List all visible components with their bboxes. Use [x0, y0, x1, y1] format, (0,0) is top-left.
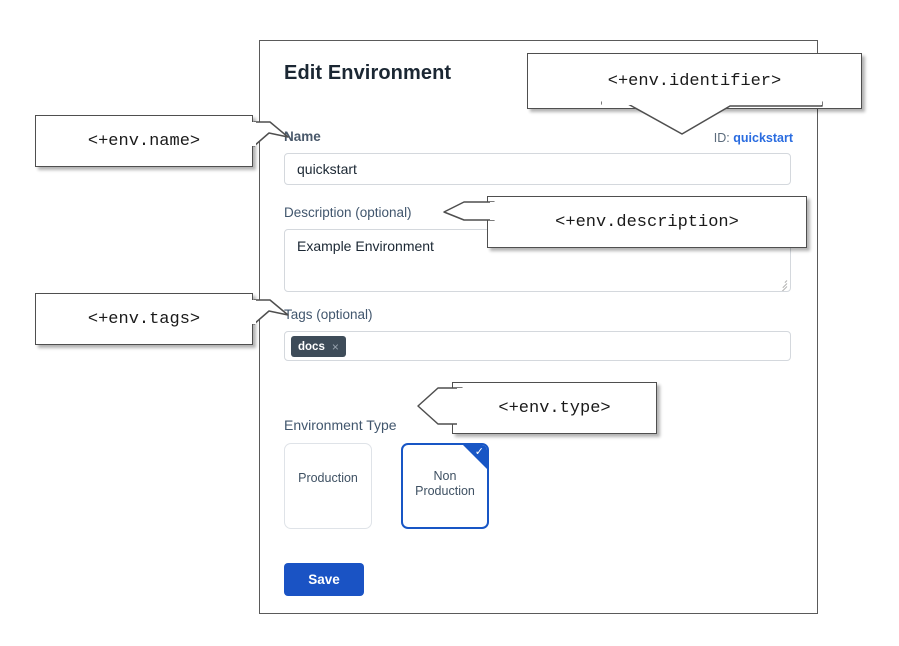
- tag-chip-docs[interactable]: docs ×: [291, 336, 346, 357]
- tags-label: Tags (optional): [284, 307, 373, 322]
- callout-env-type: <+env.type>: [452, 382, 657, 434]
- callout-env-description-text: <+env.description>: [555, 212, 739, 232]
- environment-id-link[interactable]: quickstart: [733, 131, 793, 145]
- environment-type-production-label: Production: [298, 470, 358, 485]
- name-label: Name: [284, 129, 321, 144]
- resize-grip-icon[interactable]: [777, 278, 788, 291]
- environment-type-non-production-label: Non Production: [415, 469, 475, 498]
- environment-type-option-production[interactable]: Production: [284, 443, 372, 529]
- callout-env-description: <+env.description>: [487, 196, 807, 248]
- callout-env-name: <+env.name>: [35, 115, 253, 167]
- environment-type-label: Environment Type: [284, 417, 397, 433]
- save-button[interactable]: Save: [284, 563, 364, 596]
- page-title: Edit Environment: [284, 62, 452, 84]
- callout-env-tags-text: <+env.tags>: [87, 309, 201, 329]
- description-value: Example Environment: [297, 238, 434, 254]
- selected-corner-ribbon: [463, 445, 487, 469]
- callout-env-tags: <+env.tags>: [35, 293, 253, 345]
- name-input[interactable]: [284, 153, 791, 185]
- environment-type-option-non-production[interactable]: Non Production ✓: [401, 443, 489, 529]
- description-label: Description (optional): [284, 205, 412, 220]
- close-icon[interactable]: ×: [331, 339, 339, 354]
- environment-id-prefix: ID:: [713, 131, 730, 145]
- callout-env-type-text: <+env.type>: [498, 398, 611, 418]
- tags-input[interactable]: docs ×: [284, 331, 791, 361]
- tag-chip-label: docs: [298, 340, 325, 353]
- edit-environment-panel: Edit Environment ID: quickstart Name Des…: [259, 40, 818, 614]
- callout-env-identifier: <+env.identifier>: [527, 53, 862, 109]
- callout-env-identifier-text: <+env.identifier>: [607, 71, 782, 91]
- callout-env-name-text: <+env.name>: [87, 131, 201, 151]
- environment-id-line: ID: quickstart: [714, 131, 793, 145]
